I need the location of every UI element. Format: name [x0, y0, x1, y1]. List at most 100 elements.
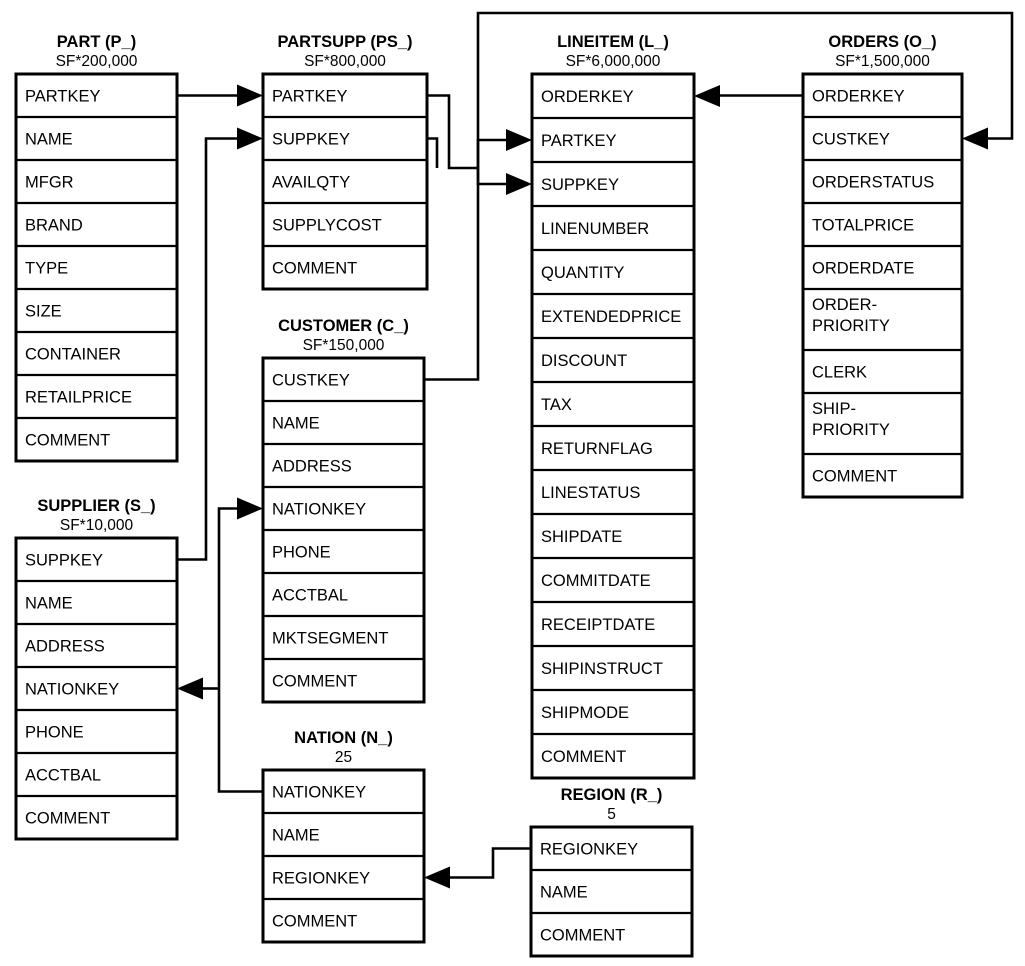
field-orders-totalprice: TOTALPRICE	[812, 217, 914, 235]
table-title-part: PART (P_)	[57, 33, 136, 51]
field-customer-nationkey: NATIONKEY	[272, 501, 366, 519]
field-lineitem-shipdate: SHIPDATE	[541, 528, 622, 546]
field-lineitem-returnflag: RETURNFLAG	[541, 440, 653, 458]
field-nation-nationkey: NATIONKEY	[272, 784, 366, 802]
table-cardinality-customer: SF*150,000	[303, 337, 385, 354]
field-orders-orderkey: ORDERKEY	[812, 88, 905, 106]
table-title-nation: NATION (N_)	[294, 729, 393, 747]
field-lineitem-comment: COMMENT	[541, 748, 626, 766]
connector-partsupp-lineitem-a	[427, 94, 478, 170]
field-supplier-acctbal: ACCTBAL	[25, 767, 101, 785]
arrowhead-orders-custkey	[962, 127, 988, 150]
field-customer-comment: COMMENT	[272, 673, 357, 691]
field-orders-order-priority: ORDER-PRIORITY	[812, 296, 890, 335]
field-customer-name: NAME	[272, 415, 320, 433]
field-customer-address: ADDRESS	[272, 458, 352, 476]
field-lineitem-tax: TAX	[541, 396, 572, 414]
table-cardinality-partsupp: SF*800,000	[304, 53, 386, 70]
connector-partsupp-lineitem-partkey	[476, 138, 506, 168]
field-orders-custkey: CUSTKEY	[812, 131, 890, 149]
arrowhead-partsupp-partkey	[237, 84, 263, 107]
field-partsupp-suppkey: SUPPKEY	[272, 131, 350, 149]
field-part-container: CONTAINER	[25, 346, 121, 364]
field-lineitem-orderkey: ORDERKEY	[541, 88, 634, 106]
arrowhead-supplier-nationkey	[177, 677, 203, 700]
field-orders-clerk: CLERK	[812, 364, 867, 382]
arrowhead-lineitem-partkey	[506, 129, 532, 151]
field-lineitem-linestatus: LINESTATUS	[541, 484, 640, 502]
table-cardinality-nation: 25	[335, 749, 352, 766]
field-partsupp-supplycost: SUPPLYCOST	[272, 217, 382, 235]
field-part-brand: BRAND	[25, 217, 83, 235]
connector-region-nation	[450, 847, 531, 879]
field-orders-ship-priority: SHIP-PRIORITY	[812, 400, 890, 439]
connector-partsupp-lineitem-b	[427, 137, 439, 168]
field-part-partkey: PARTKEY	[25, 88, 101, 106]
field-nation-comment: COMMENT	[272, 913, 357, 931]
table-cardinality-orders: SF*1,500,000	[835, 53, 930, 70]
field-lineitem-discount: DISCOUNT	[541, 352, 627, 370]
field-lineitem-linenumber: LINENUMBER	[541, 220, 649, 238]
field-part-mfgr: MFGR	[25, 174, 74, 192]
field-orders-orderstatus: ORDERSTATUS	[812, 174, 934, 192]
field-region-name: NAME	[540, 884, 588, 902]
field-supplier-suppkey: SUPPKEY	[25, 552, 103, 570]
field-part-type: TYPE	[25, 260, 68, 278]
field-supplier-name: NAME	[25, 595, 73, 613]
field-supplier-comment: COMMENT	[25, 810, 110, 828]
arrowhead-partsupp-suppkey	[237, 127, 263, 150]
field-customer-phone: PHONE	[272, 544, 331, 562]
table-title-supplier: SUPPLIER (S_)	[37, 497, 155, 515]
table-title-customer: CUSTOMER (C_)	[278, 317, 409, 335]
field-lineitem-shipinstruct: SHIPINSTRUCT	[541, 660, 663, 678]
field-supplier-phone: PHONE	[25, 724, 84, 742]
table-cardinality-part: SF*200,000	[56, 53, 138, 70]
field-lineitem-shipmode: SHIPMODE	[541, 704, 629, 722]
field-partsupp-comment: COMMENT	[272, 260, 357, 278]
connector-supplier-partsupp	[177, 137, 237, 561]
field-customer-mktsegment: MKTSEGMENT	[272, 630, 388, 648]
arrowhead-lineitem-orderkey	[694, 85, 720, 107]
arrowhead-nation-regionkey	[424, 866, 450, 889]
field-part-name: NAME	[25, 131, 73, 149]
field-customer-acctbal: ACCTBAL	[272, 587, 348, 605]
field-orders-orderdate: ORDERDATE	[812, 260, 914, 278]
field-lineitem-extendedprice: EXTENDEDPRICE	[541, 308, 681, 326]
field-nation-regionkey: REGIONKEY	[272, 870, 370, 888]
field-region-regionkey: REGIONKEY	[540, 841, 638, 859]
table-title-partsupp: PARTSUPP (PS_)	[277, 33, 412, 51]
table-title-lineitem: LINEITEM (L_)	[557, 33, 669, 51]
table-cardinality-lineitem: SF*6,000,000	[566, 53, 661, 70]
field-part-comment: COMMENT	[25, 432, 110, 450]
field-supplier-nationkey: NATIONKEY	[25, 681, 119, 699]
field-lineitem-receiptdate: RECEIPTDATE	[541, 616, 655, 634]
table-title-region: REGION (R_)	[561, 786, 663, 804]
field-lineitem-commitdate: COMMITDATE	[541, 572, 651, 590]
connector-customer-orders	[424, 11, 1014, 381]
table-customer: CUSTOMER (C_)SF*150,000CUSTKEYNAMEADDRES…	[261, 317, 426, 704]
arrowhead-lineitem-suppkey	[506, 173, 532, 195]
arrowhead-customer-nationkey	[237, 497, 263, 520]
field-partsupp-partkey: PARTKEY	[272, 88, 348, 106]
field-lineitem-quantity: QUANTITY	[541, 264, 624, 282]
field-part-size: SIZE	[25, 303, 62, 321]
field-nation-name: NAME	[272, 827, 320, 845]
field-orders-comment: COMMENT	[812, 468, 897, 486]
connector-nation-customer	[217, 507, 263, 793]
field-region-comment: COMMENT	[540, 927, 625, 945]
field-part-retailprice: RETAILPRICE	[25, 389, 132, 407]
field-lineitem-partkey: PARTKEY	[541, 132, 617, 150]
table-title-orders: ORDERS (O_)	[828, 33, 936, 51]
field-partsupp-availqty: AVAILQTY	[272, 174, 350, 192]
table-cardinality-supplier: SF*10,000	[60, 517, 134, 534]
field-supplier-address: ADDRESS	[25, 638, 105, 656]
table-cardinality-region: 5	[607, 806, 616, 823]
field-lineitem-suppkey: SUPPKEY	[541, 176, 619, 194]
